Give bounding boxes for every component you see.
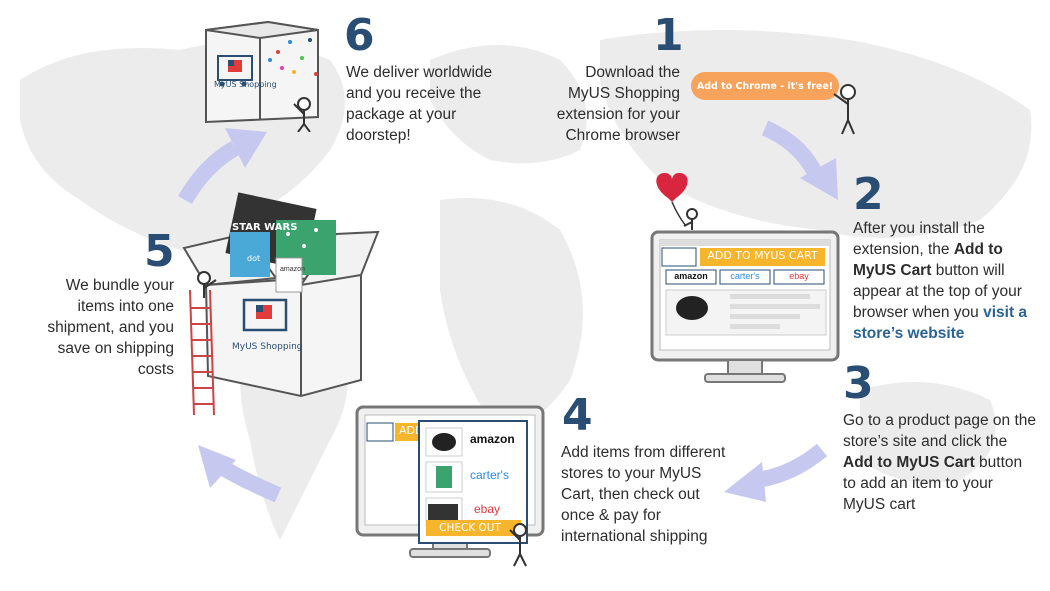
- star-wars-label: STAR WARS: [232, 222, 298, 233]
- echo-dot-label: dot: [247, 254, 261, 263]
- store-tab-ebay[interactable]: ebay: [789, 271, 809, 281]
- step-2-text: After you install the extension, the Add…: [853, 220, 1028, 342]
- arrow-5-to-6: [178, 128, 267, 205]
- bundled-box-illustration: [182, 192, 380, 416]
- cart-item-ebay: ebay: [474, 502, 501, 516]
- heart-balloon-icon: [656, 173, 698, 230]
- step-4-text: Add items from different stores to your …: [561, 444, 726, 545]
- arrow-4-to-5: [198, 445, 282, 503]
- box-brand-label-top: MyUS Shopping: [214, 80, 277, 89]
- step-1-text: Download the MyUS Shopping extension for…: [556, 64, 680, 144]
- add-to-chrome-button[interactable]: Add to Chrome - it's free!: [691, 72, 839, 100]
- step-2-number: 2: [853, 169, 884, 220]
- stick-figure-1: [833, 84, 856, 135]
- step-3-number: 3: [843, 358, 874, 409]
- box-brand-label: MyUS Shopping: [232, 342, 303, 352]
- store-tab-amazon[interactable]: amazon: [674, 271, 708, 281]
- step-5-number: 5: [144, 226, 175, 277]
- step-6-text: We deliver worldwide and you receive the…: [346, 64, 493, 144]
- add-to-myus-cart-banner[interactable]: ADD TO MYUS CART: [707, 249, 818, 262]
- add-banner-partial: ADD: [399, 424, 424, 437]
- arrow-3-to-4: [724, 443, 828, 502]
- cart-dropdown: [418, 420, 528, 544]
- step-3-text: Go to a product page on the store’s site…: [843, 412, 1037, 513]
- arrow-1-to-2: [761, 120, 838, 200]
- visit-store-link[interactable]: visit a store’s website: [853, 304, 1028, 342]
- cart-item-amazon: amazon: [470, 432, 515, 446]
- delivered-box-illustration: [205, 20, 319, 132]
- step-4-number: 4: [562, 390, 593, 441]
- store-tab-carters[interactable]: carter's: [730, 271, 760, 281]
- step-5-text: We bundle your items into one shipment, …: [47, 277, 174, 378]
- check-out-button[interactable]: CHECK OUT: [439, 522, 501, 534]
- monitor-store-page: [650, 230, 840, 383]
- stick-figure-4: [509, 523, 527, 567]
- step-1-number: 1: [653, 10, 684, 61]
- amazon-tag-label: amazon: [280, 266, 305, 273]
- cart-item-carters: carter's: [470, 468, 509, 482]
- step-6-number: 6: [344, 10, 375, 61]
